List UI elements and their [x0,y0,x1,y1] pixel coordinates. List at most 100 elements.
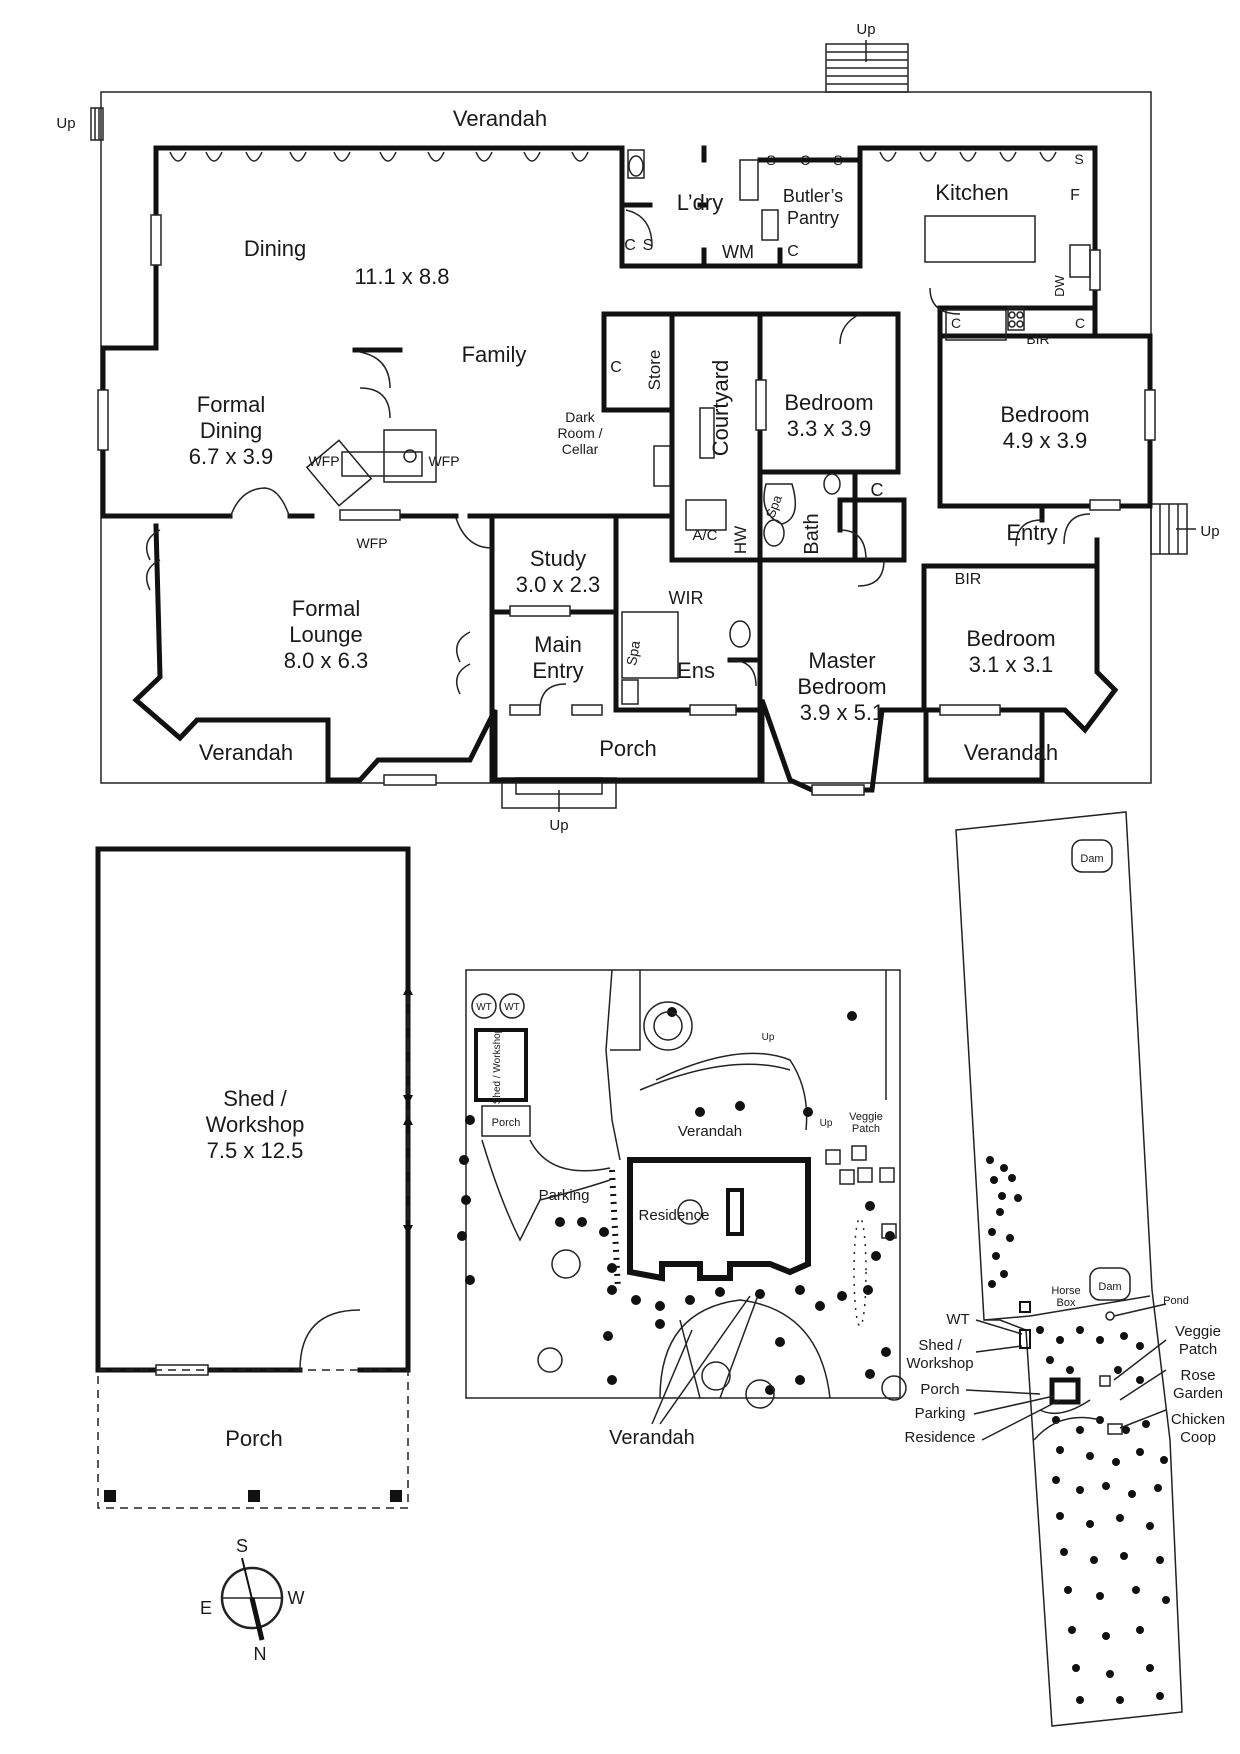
formal-lounge-label-1: Formal [292,596,360,621]
compass-e-label: E [200,1598,212,1618]
master-bedroom-label-2: Bedroom [797,674,886,699]
land-porch-label: Porch [920,1381,959,1398]
formal-lounge-dims: 8.0 x 6.3 [284,648,368,673]
site-residence [627,1157,811,1282]
compass-s-label: S [236,1536,248,1556]
site-parking-label: Parking [539,1187,590,1204]
land-rose-label-2: Garden [1173,1385,1223,1402]
wfp-label-3: WFP [356,535,387,551]
kitchen-label: Kitchen [935,180,1008,205]
verandah-right-label: Verandah [964,740,1058,765]
courtyard-label: Courtyard [708,360,733,457]
main-entry-label-2: Entry [532,658,583,683]
compass-w-label: W [288,1588,305,1608]
wfp-label-1: WFP [308,453,339,469]
shed-label-2: Workshop [206,1112,305,1137]
butlers-pantry-label-1: Butler’s [783,186,843,206]
formal-dining-dims: 6.7 x 3.9 [189,444,273,469]
porch-label: Porch [599,736,656,761]
land-residence-label: Residence [905,1429,976,1446]
formal-dining-label-1: Formal [197,392,265,417]
bedroom-4-dims: 3.1 x 3.1 [969,652,1053,677]
study-dims: 3.0 x 2.3 [516,572,600,597]
hot-water-label: HW [731,526,750,554]
main-entry-label-1: Main [534,632,582,657]
dark-room-label-2: Room / [557,425,602,441]
cupboard-s-4: S [1074,151,1083,167]
ground-floor-labels: Up Up Up Up Verandah Dining 11.1 x 8.8 F… [56,21,1219,834]
door-swings [145,209,1091,711]
dark-room-label-3: Cellar [562,441,599,457]
wfp-label-2: WFP [428,453,459,469]
formal-lounge-label-2: Lounge [289,622,362,647]
laundry-label: L’dry [677,190,723,215]
store-label: Store [645,350,664,391]
shed-label-1: Shed / [223,1086,287,1111]
dark-room-label-1: Dark [565,409,596,425]
up-label-top: Up [856,21,875,38]
cupboard-c-1: C [800,152,810,168]
spa-label-2: Spa [623,639,643,667]
bedroom-2-dims: 3.3 x 3.9 [787,416,871,441]
cupboard-s-1: S [766,152,775,168]
wm-label: WM [722,242,754,262]
shed-porch-label: Porch [225,1426,282,1451]
fridge-label: F [1070,187,1080,204]
site-up-label-2: Up [820,1118,833,1129]
site-trees [457,1007,895,1395]
site-large-trees [537,1001,907,1409]
land-leader-lines [965,1303,1167,1441]
land-plan: Dam Dam Horse Box Pond [905,811,1225,1727]
land-pond-label: Pond [1163,1295,1189,1307]
butlers-pantry-label-2: Pantry [787,208,839,228]
site-veggie-patch-label-2: Patch [852,1123,880,1135]
cupboard-c-3: C [787,243,799,260]
land-horse-box-label-1: Horse [1051,1285,1080,1297]
master-bedroom-label-1: Master [808,648,875,673]
site-residence-label: Residence [639,1207,710,1224]
cupboard-c-6: C [871,480,884,500]
land-chicken-label-2: Coop [1180,1429,1216,1446]
dining-label: Dining [244,236,306,261]
cupboard-s-5: C [610,359,622,376]
site-up-label-1: Up [762,1032,775,1043]
cupboard-s-3: C [624,237,636,254]
study-label: Study [530,546,586,571]
site-wt-label-1: WT [476,1002,492,1013]
land-dam-1-label: Dam [1080,853,1103,865]
curtain-scallops [169,151,1057,162]
site-shed [474,1028,528,1102]
cupboard-c-5: C [1075,315,1085,331]
bedroom-3-dims: 4.9 x 3.9 [1003,428,1087,453]
wir-label: WIR [669,588,704,608]
bir-label-1: BIR [1026,331,1049,347]
land-wt-label: WT [946,1311,969,1328]
land-chicken-label-1: Chicken [1171,1411,1225,1428]
ensuite-label: Ens [677,658,715,683]
land-rose-label-1: Rose [1180,1367,1215,1384]
land-horse-box-label-2: Box [1057,1297,1076,1309]
dishwasher-label: DW [1052,274,1067,296]
shed-workshop-plan: Shed / Workshop 7.5 x 12.5 Porch [95,846,413,1509]
land-shed-label-1: Shed / [918,1337,962,1354]
master-bedroom-dims: 3.9 x 5.1 [800,700,884,725]
compass: S W E N [200,1536,305,1664]
right-steps [1150,503,1196,555]
up-label-left: Up [56,115,75,132]
cupboard-s-2: S [833,152,842,168]
formal-dining-label-2: Dining [200,418,262,443]
land-trees [986,1156,1170,1704]
left-steps [90,107,104,141]
land-veggie-label-1: Veggie [1175,1323,1221,1340]
family-label: Family [462,342,527,367]
site-veggie-beds [825,1145,897,1239]
up-label-right: Up [1200,523,1219,540]
shed-dims: 7.5 x 12.5 [207,1138,304,1163]
ac-label: A/C [692,527,717,544]
bedroom-2-label: Bedroom [784,390,873,415]
site-veggie-patch-label-1: Veggie [849,1111,883,1123]
land-dam-2-label: Dam [1098,1281,1121,1293]
site-porch-label: Porch [492,1117,521,1129]
interior-walls [153,145,1153,783]
